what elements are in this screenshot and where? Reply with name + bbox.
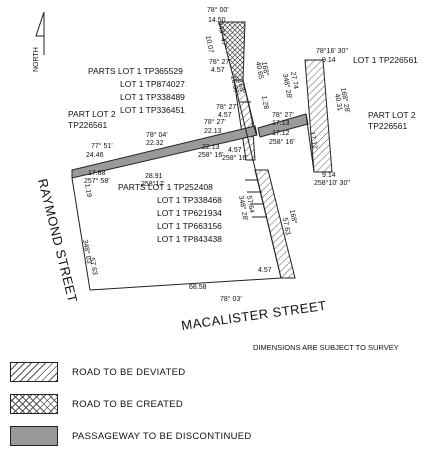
dim-pass-bot-len: 22.13: [202, 144, 220, 151]
dim-centre-a: 40.65: [254, 61, 264, 80]
created-swatch-icon: [10, 394, 58, 414]
legend-label: PASSAGEWAY TO BE DISCONTINUED: [72, 430, 252, 442]
dim-centre-c-bearing: 168°: [236, 79, 246, 95]
passageway-swatch-icon: [10, 426, 58, 446]
dim-pass-bot-bearing: 258° 16': [198, 151, 224, 159]
dim-centre-b: 1.28: [260, 95, 269, 110]
dim-left-bot-len: 17.88: [88, 170, 106, 177]
lot-label-upper-1: PARTS LOT 1 TP365529: [88, 66, 183, 76]
boundary-lines: [71, 79, 315, 291]
legend-item-passageway: PASSAGEWAY TO BE DISCONTINUED: [10, 425, 252, 447]
dim-right-lot-b: 17.12: [308, 131, 318, 150]
dim-right-lot-bottom: 9.14: [322, 172, 336, 179]
legend-label: ROAD TO BE CREATED: [72, 398, 183, 410]
dim-lower-vert-a: 57.64: [245, 195, 255, 214]
lot-label-lower-4: LOT 1 TP663156: [157, 221, 222, 231]
lot-label-left-2: TP226561: [68, 120, 107, 130]
dim-upper-inner-length: 4.57: [211, 67, 225, 74]
survey-note: DIMENSIONS ARE SUBJECT TO SURVEY: [253, 343, 399, 352]
legend-item-created: ROAD TO BE CREATED: [10, 393, 183, 415]
dim-bottom-bearing: 78° 03': [220, 295, 242, 303]
dim-upper-inner-bearing: 78° 27': [209, 58, 231, 66]
dim-mid-small-len: 4.57: [228, 147, 242, 154]
dim-right-lot-bottom-bearing: 258°10' 30": [314, 179, 350, 187]
dim-lower-vert-b: 57.63: [281, 217, 291, 236]
dim-mid-r-lower-len: 17.12: [272, 130, 290, 137]
dim-centre-c: 16.07: [229, 75, 239, 94]
lot-label-lower-5: LOT 1 TP843438: [157, 234, 222, 244]
dim-top-length: 14.50: [208, 17, 226, 24]
dim-pass-top-bearing: 78° 04': [146, 131, 168, 139]
dim-left-mid-len: 28.91: [145, 173, 163, 180]
dim-left-mid-bearing: 258°17': [141, 180, 165, 188]
dim-mid-r-len: 17.13: [272, 120, 290, 127]
dim-right-lot-bearing: 78°16' 30": [316, 47, 348, 55]
lot-label-upper-2: LOT 1 TP874027: [120, 79, 185, 89]
lot-label-right-2: TP226561: [368, 121, 407, 131]
legend: ROAD TO BE DEVIATED ROAD TO BE CREATED P…: [0, 355, 446, 459]
dim-bottom-small: 4.57: [258, 267, 272, 274]
dim-left-top-bearing2: 77° 51': [91, 142, 113, 150]
lot-label-lower-1: PARTS LOT 1 TP252408: [118, 182, 213, 192]
dim-right-lot-a: 27.74: [289, 71, 299, 90]
north-arrow-icon: [35, 11, 45, 55]
dim-left-small: 1.19: [83, 183, 92, 198]
dim-mid-r-bearing: 78° 27': [272, 111, 294, 119]
lot-label-upper-3: LOT 1 TP338489: [120, 92, 185, 102]
dim-left-top-len2: 24.46: [86, 152, 104, 159]
north-label: NORTH: [33, 47, 40, 72]
road-deviated-area-right: [304, 59, 333, 173]
dim-raymond-len: 57.63: [88, 257, 98, 276]
survey-plan: NORTH RAYMOND STREET MACALISTER STREET L…: [33, 6, 418, 352]
dim-mid-b2-bearing: 78° 27': [204, 118, 226, 126]
macalister-street-label: MACALISTER STREET: [180, 298, 327, 333]
dim-centre-a-bearing: 168°: [260, 61, 270, 77]
lot-label-lower-2: LOT 1 TP338468: [157, 195, 222, 205]
dim-mid-small-bearing: 258° 16': [222, 154, 248, 162]
lot-label-upper-4: LOT 1 TP336451: [120, 105, 185, 115]
deviated-swatch-icon: [10, 362, 58, 382]
dim-right-lot-side: 40.31: [333, 93, 343, 112]
dim-mid-b1-bearing: 78° 27': [216, 103, 238, 111]
dim-left-top-vert: 10.07: [204, 35, 214, 54]
dim-mid-b2-len: 22.13: [204, 128, 222, 135]
lot-label-right-1: PART LOT 2: [368, 110, 416, 120]
passageway-area-right: [257, 113, 309, 138]
dim-lower-vert-b-bearing: 168°: [288, 209, 298, 225]
dim-left-bot-bearing: 257° 58': [84, 177, 110, 185]
dim-top-bearing: 78° 00': [207, 6, 229, 14]
dim-mid-r-lower-bearing: 258° 16': [269, 138, 295, 146]
lot-label-lower-3: LOT 1 TP621934: [157, 208, 222, 218]
passageway-area: [71, 125, 258, 179]
lot-label-top-right: LOT 1 TP226561: [353, 55, 418, 65]
dim-bottom-len: 68.58: [189, 284, 207, 291]
dim-pass-top-len: 22.32: [146, 140, 164, 147]
lot-label-left-1: PART LOT 2: [68, 109, 116, 119]
raymond-street-label: RAYMOND STREET: [35, 177, 80, 304]
legend-label: ROAD TO BE DEVIATED: [72, 366, 186, 378]
dim-mid-b1-len: 4.57: [218, 112, 232, 119]
dim-right-lot-top: 9.14: [322, 57, 336, 64]
legend-item-deviated: ROAD TO BE DEVIATED: [10, 361, 185, 383]
